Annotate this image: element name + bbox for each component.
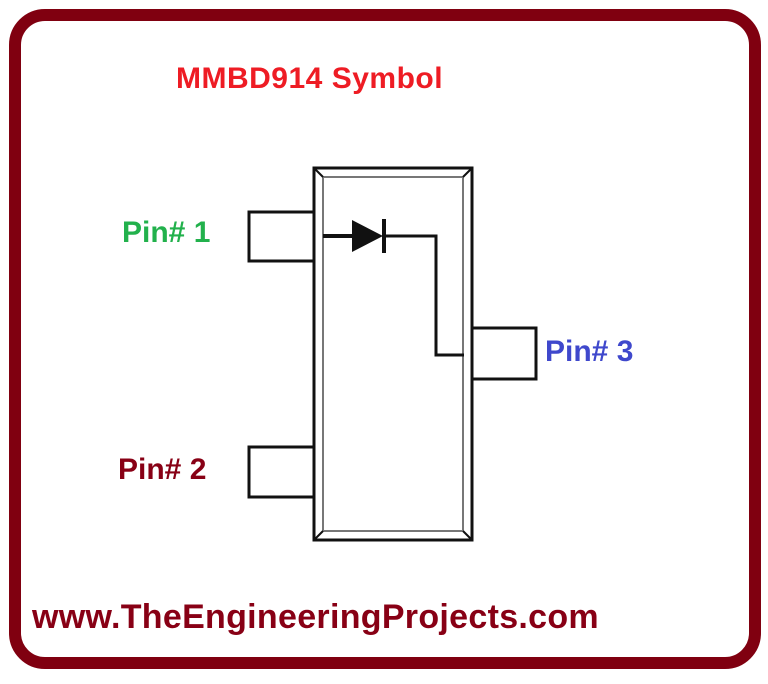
pin1-stub: [247, 210, 314, 263]
pin2-stub: [247, 445, 314, 499]
website-footer: www.TheEngineeringProjects.com: [32, 598, 599, 636]
pin1-label: Pin# 1: [122, 216, 211, 249]
diagram-title: MMBD914 Symbol: [176, 62, 444, 95]
pin2-label: Pin# 2: [118, 453, 207, 486]
pin3-stub: [472, 326, 538, 381]
diode-icon: [323, 219, 464, 357]
pin3-label: Pin# 3: [545, 335, 634, 368]
border-frame: [9, 9, 761, 669]
